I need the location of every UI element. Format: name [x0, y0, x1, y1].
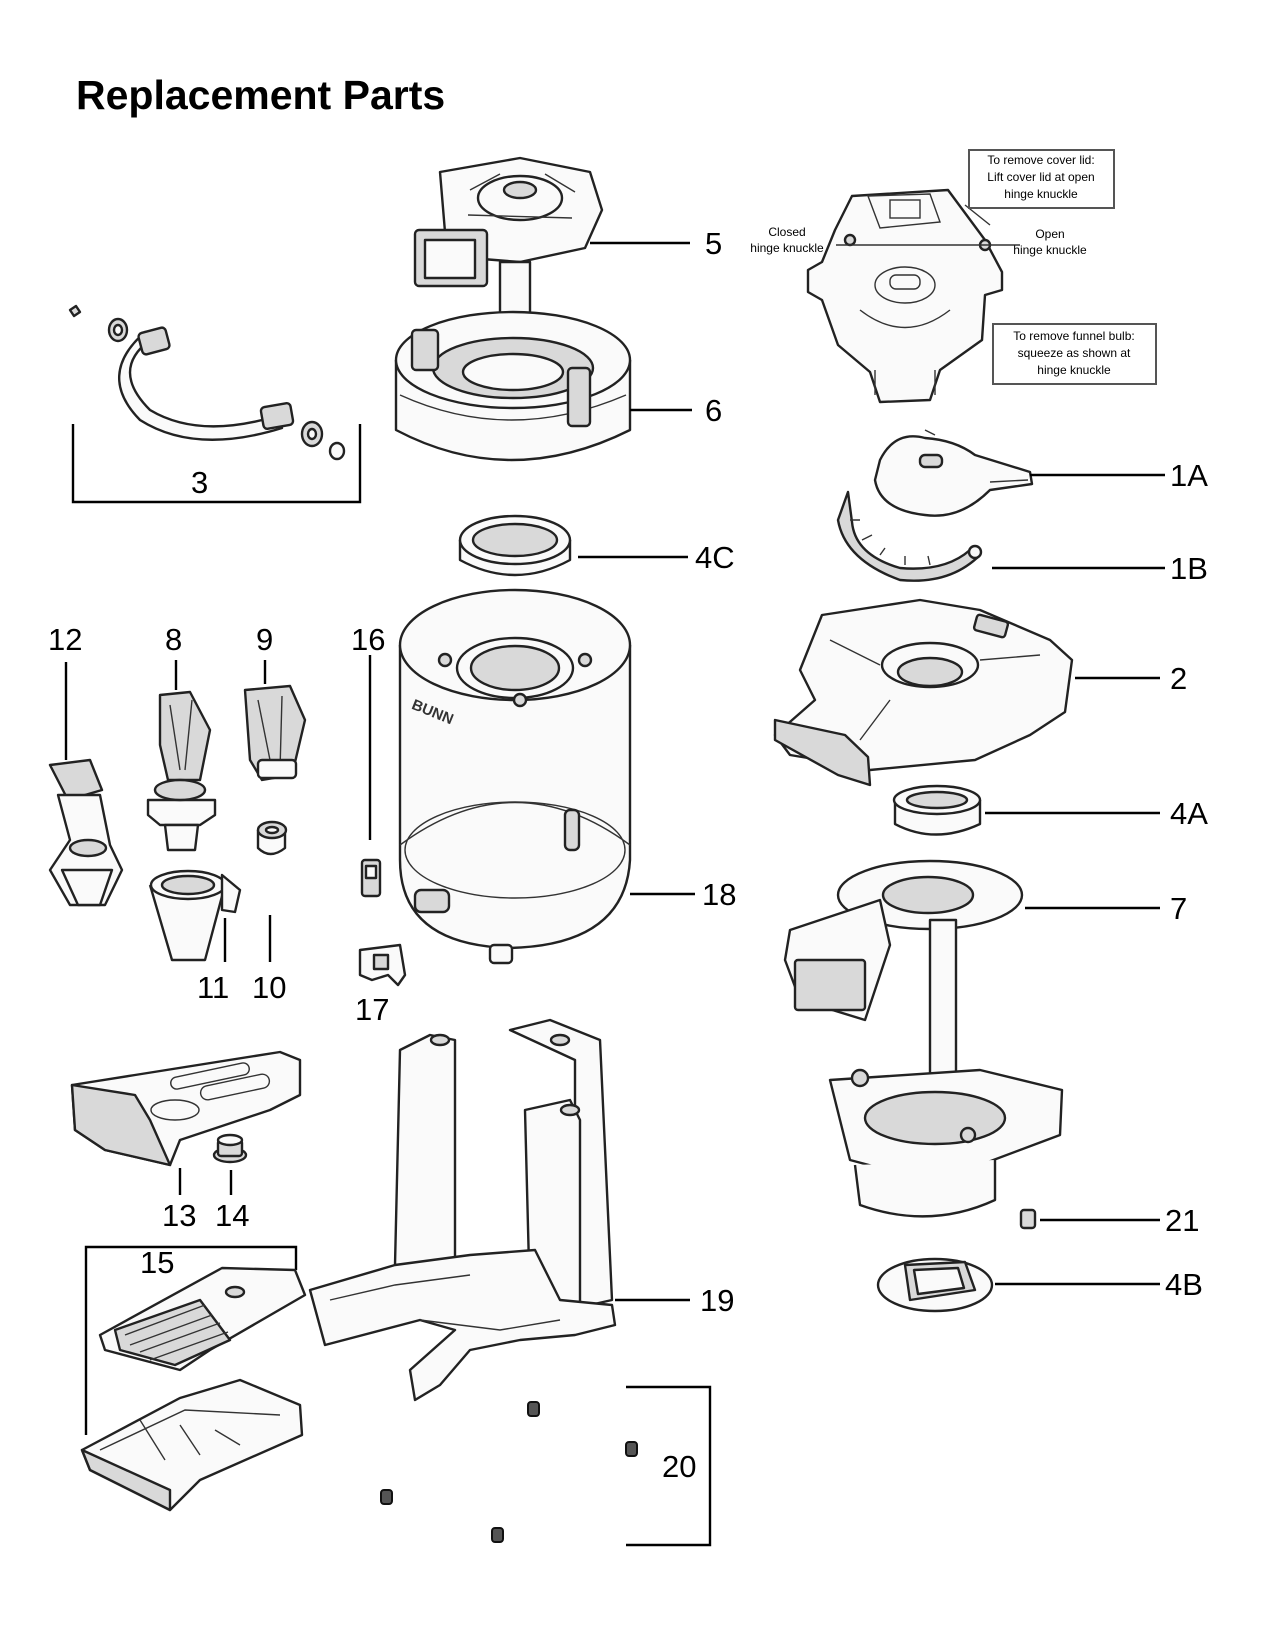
note-closed-hinge-line-1: Closed — [768, 225, 805, 239]
part-17-bracket — [358, 943, 407, 987]
part-4C-gasket — [458, 514, 572, 577]
part-15-drip-tray — [80, 1266, 307, 1512]
label-part-1B: 1B — [1170, 551, 1208, 586]
note-cover-lid-line-3: hinge knuckle — [1004, 187, 1078, 201]
bracket-part-3 — [71, 424, 362, 504]
label-part-20: 20 — [662, 1449, 696, 1484]
part-20-feet — [380, 1401, 638, 1543]
label-part-13: 13 — [162, 1198, 196, 1233]
label-part-19: 19 — [700, 1283, 734, 1318]
part-14-foot — [212, 1133, 248, 1164]
part-13-tray-top — [70, 1050, 302, 1167]
part-21-clip — [1019, 1208, 1037, 1230]
label-part-9: 9 — [256, 622, 273, 657]
label-part-21: 21 — [1165, 1203, 1199, 1238]
note-funnel-bulb-line-2: squeeze as shown at — [1018, 346, 1131, 360]
label-part-15: 15 — [140, 1245, 174, 1280]
label-part-1A: 1A — [1170, 458, 1208, 493]
note-funnel-bulb-line-3: hinge knuckle — [1037, 363, 1111, 377]
label-part-10: 10 — [252, 970, 286, 1005]
part-9-handle — [243, 684, 307, 782]
part-12-faucet — [48, 758, 124, 907]
label-part-4C: 4C — [695, 540, 735, 575]
note-box-cover-lid — [968, 149, 1115, 209]
part-4A-gasket — [892, 784, 982, 836]
label-part-8: 8 — [165, 622, 182, 657]
label-part-4A: 4A — [1170, 796, 1208, 831]
part-3-hose-kit — [68, 304, 346, 461]
note-open-hinge-line-1: Open — [1035, 227, 1064, 241]
label-part-12: 12 — [48, 622, 82, 657]
bracket-part-20 — [626, 1385, 712, 1547]
hinge-detail-inset — [806, 188, 1004, 404]
part-8-faucet — [146, 690, 217, 852]
part-7-funnel-column — [783, 859, 1064, 1218]
label-part-5: 5 — [705, 226, 722, 261]
note-open-hinge-line-2: hinge knuckle — [1013, 243, 1087, 257]
label-part-6: 6 — [705, 393, 722, 428]
note-closed-hinge-line-2: hinge knuckle — [750, 241, 824, 255]
label-part-2: 2 — [1170, 661, 1187, 696]
part-1A-cover-lid — [873, 429, 1034, 517]
label-part-18: 18 — [702, 877, 736, 912]
part-6-funnel-ring — [394, 310, 632, 462]
part-4B-square-seal — [876, 1257, 994, 1313]
label-part-17: 17 — [355, 992, 389, 1027]
page-title: Replacement Parts — [76, 72, 446, 118]
part-16-clip — [360, 858, 382, 898]
part-19-base-frame — [308, 1018, 617, 1402]
label-part-3: 3 — [191, 465, 208, 500]
label-part-11: 11 — [197, 970, 229, 1005]
label-part-16: 16 — [351, 622, 385, 657]
part-11-cup — [148, 869, 242, 962]
note-funnel-bulb-line-1: To remove funnel bulb: — [1013, 329, 1134, 343]
note-cover-lid-line-1: To remove cover lid: — [987, 153, 1094, 167]
part-18-reservoir: BUNN — [398, 588, 632, 965]
note-cover-lid-line-2: Lift cover lid at open — [987, 170, 1094, 184]
bracket-part-15 — [84, 1245, 298, 1435]
part-1B-hinge-ring — [836, 490, 983, 582]
label-part-7: 7 — [1170, 891, 1187, 926]
note-box-funnel-bulb — [992, 323, 1157, 385]
label-part-14: 14 — [215, 1198, 249, 1233]
part-10-nut — [256, 820, 288, 856]
part-2-funnel — [773, 598, 1074, 787]
label-part-4B: 4B — [1165, 1267, 1203, 1302]
